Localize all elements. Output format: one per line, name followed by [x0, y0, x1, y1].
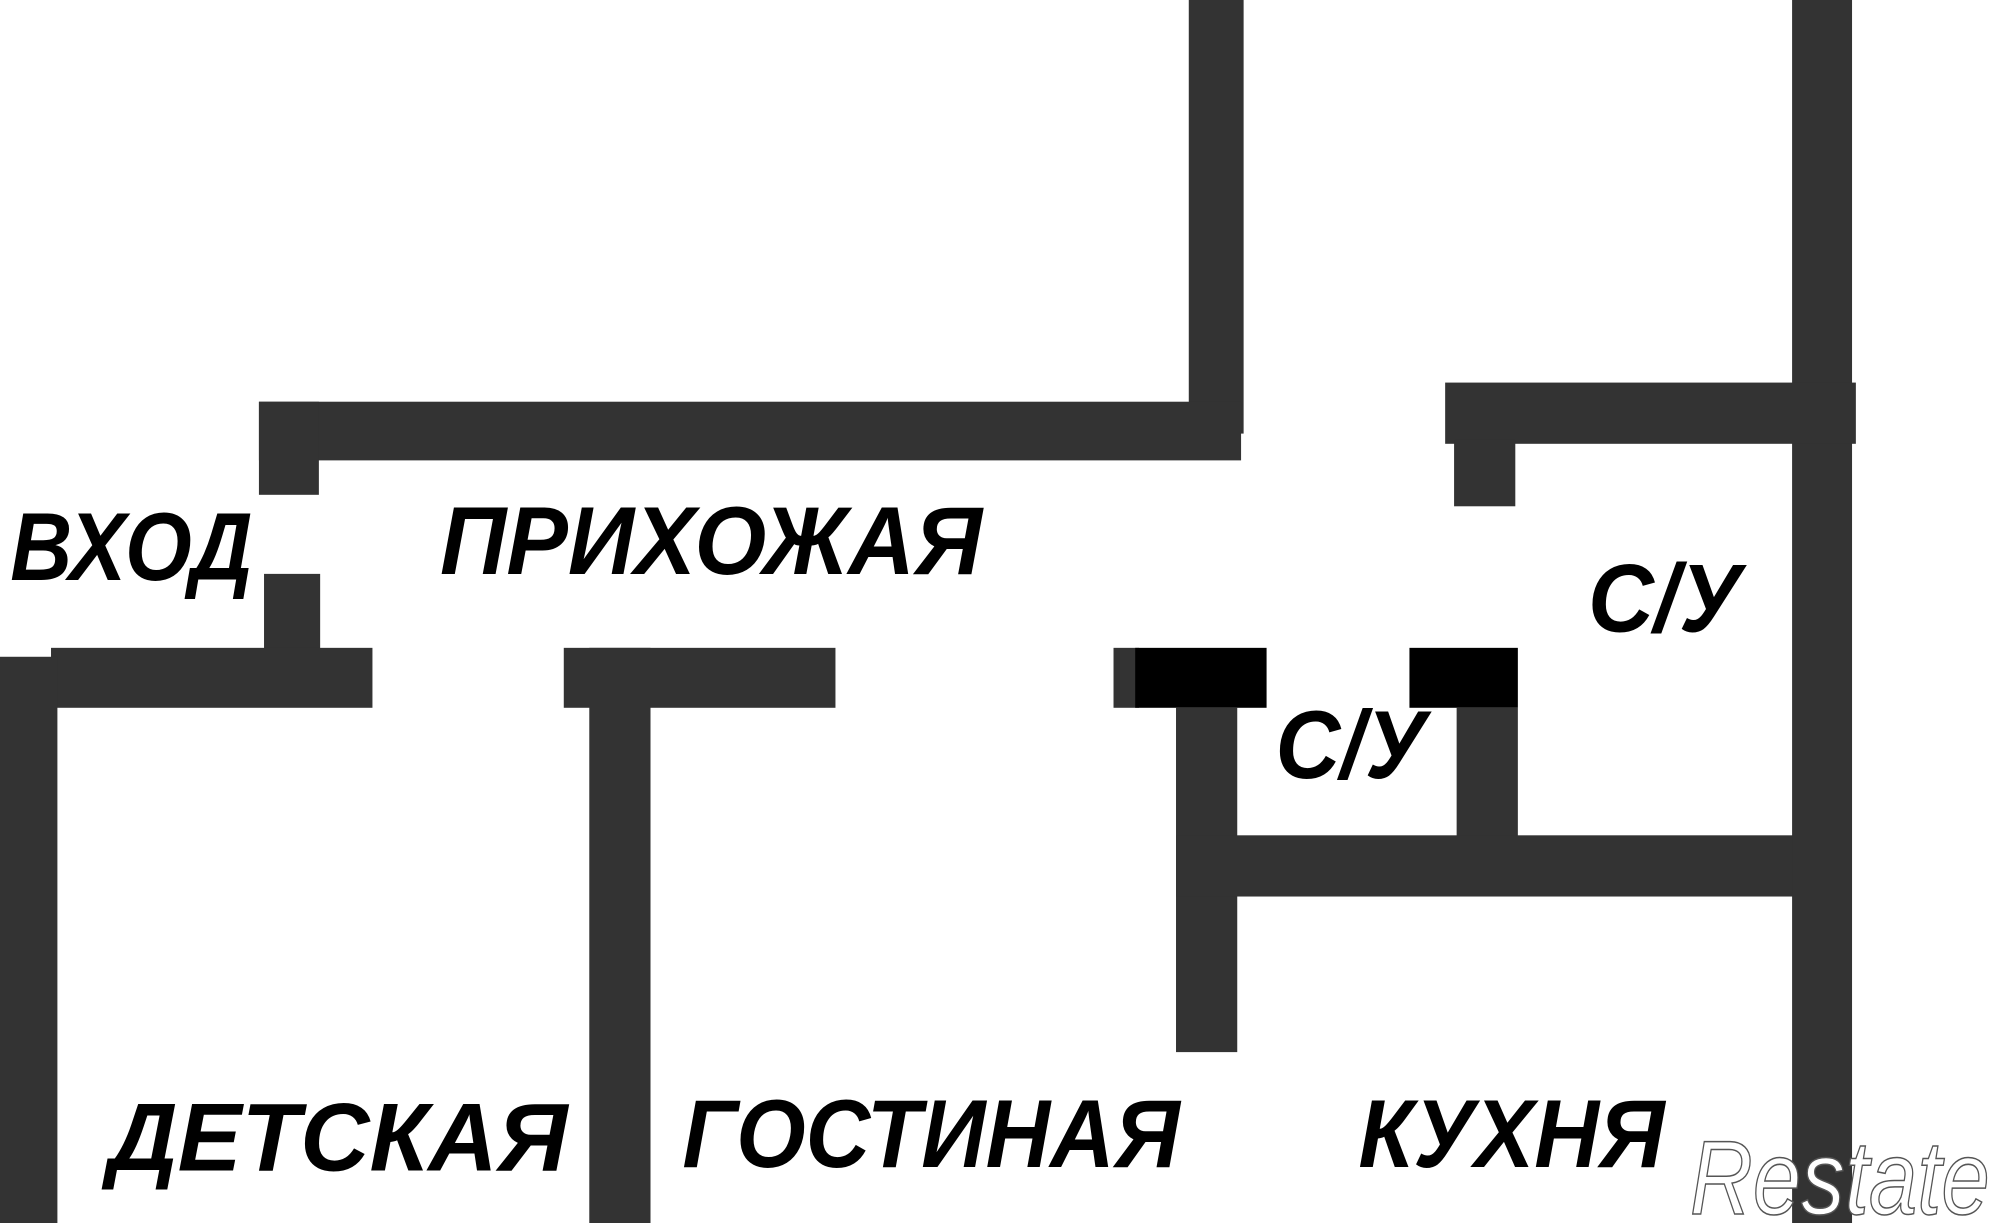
wall [1113, 647, 1140, 708]
wall [1176, 835, 1799, 897]
wall [1445, 382, 1856, 444]
wall [589, 647, 651, 1223]
walls [0, 0, 1856, 1223]
watermark-logo: Restate [1690, 1120, 1990, 1223]
wall [1188, 0, 1244, 434]
wall [0, 656, 58, 1223]
room-label-kitchen: КУХНЯ [1358, 1079, 1666, 1188]
room-label-kids-room: ДЕТСКАЯ [101, 1083, 569, 1192]
room-label-bathroom-1: С/У [1588, 543, 1747, 652]
room-label-hallway: ПРИХОЖАЯ [440, 486, 984, 595]
room-label-living-room: ГОСТИНАЯ [682, 1079, 1182, 1188]
wall-block [1135, 647, 1267, 708]
wall [258, 401, 1242, 461]
room-label-bathroom-2: С/У [1276, 690, 1432, 799]
wall [1454, 439, 1516, 507]
wall-block [1409, 647, 1518, 708]
wall [1792, 0, 1853, 1223]
wall [258, 401, 319, 495]
wall [51, 647, 373, 708]
room-label-entrance: ВХОД [10, 492, 252, 601]
